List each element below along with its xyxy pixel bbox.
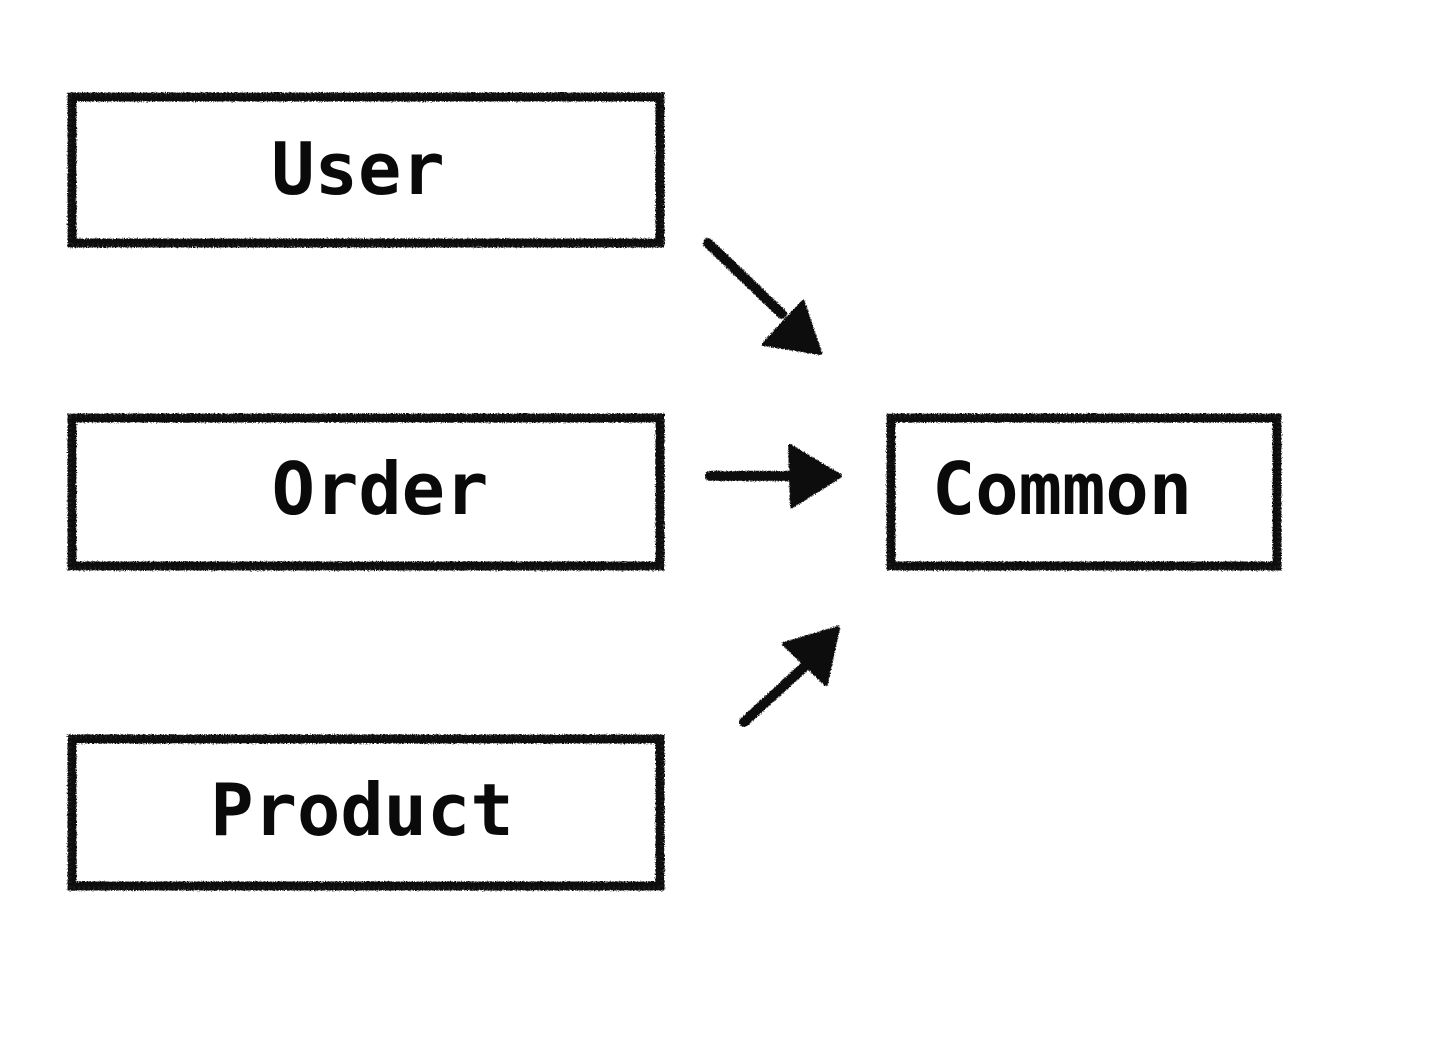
product-box <box>67 734 665 891</box>
user-box <box>67 92 665 248</box>
arrow-product-shaft <box>739 663 808 727</box>
user-node[interactable]: User <box>67 92 665 248</box>
order-node[interactable]: Order <box>67 413 665 571</box>
arrow-product-to-common <box>739 626 840 727</box>
common-box <box>886 413 1282 571</box>
common-node[interactable]: Common <box>886 413 1282 571</box>
arrow-order-to-common <box>705 444 842 508</box>
order-box <box>67 413 665 571</box>
user-box-outline <box>68 93 664 247</box>
arrow-user-to-common <box>703 238 822 355</box>
arrow-product-head <box>782 626 840 686</box>
product-label: Product <box>210 768 513 852</box>
product-node[interactable]: Product <box>67 734 665 891</box>
order-box-outline <box>68 414 664 570</box>
arrow-user-head <box>762 300 822 355</box>
arrow-order-head <box>788 444 842 508</box>
common-box-outline <box>887 414 1281 570</box>
user-label: User <box>271 127 444 211</box>
common-label: Common <box>932 447 1192 531</box>
product-box-outline <box>68 735 664 890</box>
order-label: Order <box>272 447 489 531</box>
arrow-user-shaft <box>703 238 787 319</box>
